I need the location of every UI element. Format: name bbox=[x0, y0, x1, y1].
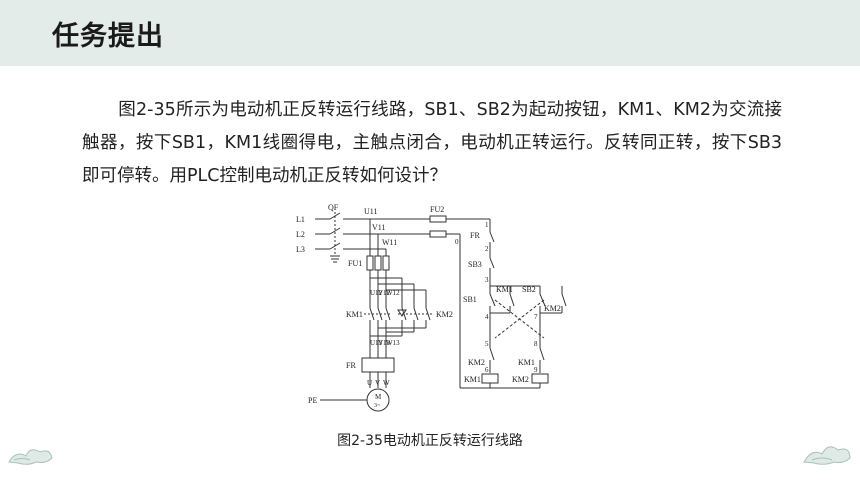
cloud-icon bbox=[800, 438, 854, 474]
label-u: U bbox=[367, 379, 372, 387]
label-sb2: SB2 bbox=[522, 285, 536, 294]
header-bar bbox=[0, 0, 860, 66]
node-3: 3 bbox=[485, 276, 489, 284]
label-v12: V12 bbox=[378, 289, 391, 297]
label-qf: QF bbox=[328, 203, 339, 212]
label-sb1: SB1 bbox=[463, 295, 477, 304]
label-l3: L3 bbox=[296, 245, 305, 254]
node-7: 7 bbox=[534, 313, 538, 321]
cloud-icon bbox=[6, 440, 56, 474]
label-l2: L2 bbox=[296, 230, 305, 239]
label-km1-coil: KM1 bbox=[464, 375, 481, 384]
node-4: 4 bbox=[485, 313, 489, 321]
label-motor-m: M bbox=[375, 393, 382, 401]
label-km1-main: KM1 bbox=[346, 310, 363, 319]
label-w12: W12 bbox=[386, 289, 400, 297]
label-w13: W13 bbox=[386, 339, 400, 347]
label-u13: U13 bbox=[370, 339, 383, 347]
circuit-svg: L1 L2 L3 QF U11 V11 W11 FU1 FU2 U12 V12 … bbox=[296, 203, 567, 412]
label-fu1: FU1 bbox=[348, 259, 362, 268]
label-l1: L1 bbox=[296, 215, 305, 224]
label-u11: U11 bbox=[364, 207, 377, 216]
node-0: 0 bbox=[455, 238, 459, 246]
label-v: V bbox=[375, 379, 380, 387]
label-fr-ctrl: FR bbox=[470, 231, 480, 240]
label-km2-aux: KM2 bbox=[544, 304, 561, 313]
label-motor-3: 3~ bbox=[374, 403, 381, 409]
label-km1-interlock: KM1 bbox=[518, 358, 535, 367]
node-8: 8 bbox=[534, 340, 538, 348]
label-fr-main: FR bbox=[346, 361, 356, 370]
node-2: 2 bbox=[485, 245, 489, 253]
label-km2-coil: KM2 bbox=[512, 375, 529, 384]
label-w: W bbox=[383, 379, 390, 387]
label-fu2: FU2 bbox=[430, 205, 444, 214]
body-paragraph: 图2-35所示为电动机正反转运行线路，SB1、SB2为起动按钮，KM1、KM2为… bbox=[82, 94, 782, 193]
node-6: 6 bbox=[485, 366, 489, 374]
node-1: 1 bbox=[485, 221, 489, 229]
label-sb3: SB3 bbox=[468, 260, 482, 269]
paragraph-text: 图2-35所示为电动机正反转运行线路，SB1、SB2为起动按钮，KM1、KM2为… bbox=[82, 100, 782, 186]
label-v11: V11 bbox=[372, 223, 385, 232]
label-v13: V13 bbox=[378, 339, 391, 347]
figure-caption: 图2-35电动机正反转运行线路 bbox=[337, 433, 523, 449]
label-km2-main: KM2 bbox=[436, 310, 453, 319]
page-title: 任务提出 bbox=[52, 21, 164, 52]
label-km1-aux: KM1 bbox=[496, 285, 513, 294]
label-w11: W11 bbox=[382, 238, 397, 247]
node-9: 9 bbox=[534, 366, 538, 374]
label-km2-interlock: KM2 bbox=[468, 358, 485, 367]
label-u12: U12 bbox=[370, 289, 383, 297]
node-5: 5 bbox=[485, 340, 489, 348]
circuit-diagram: L1 L2 L3 QF U11 V11 W11 FU1 FU2 U12 V12 … bbox=[290, 198, 580, 418]
label-pe: PE bbox=[308, 396, 317, 405]
